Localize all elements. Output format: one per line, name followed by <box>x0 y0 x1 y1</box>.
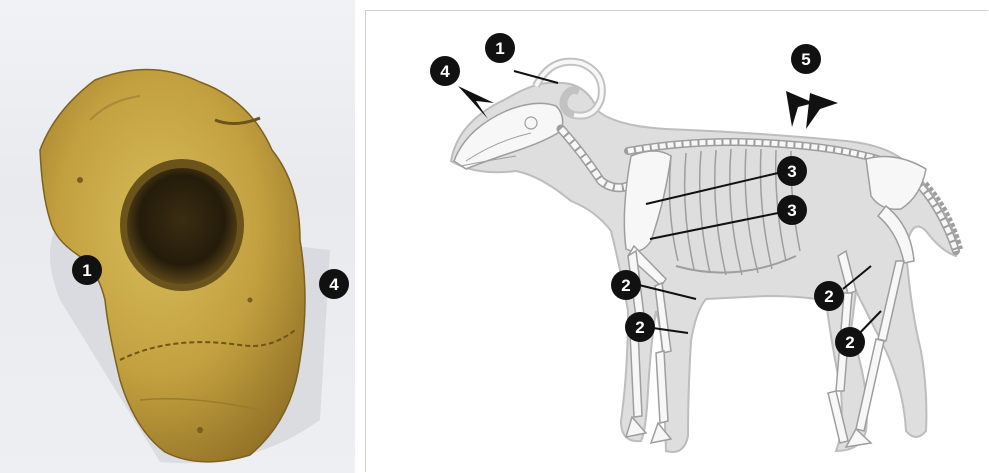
svg-text:5: 5 <box>801 50 810 69</box>
svg-text:1: 1 <box>495 39 504 58</box>
photo-marker-1: 1 <box>72 255 102 285</box>
svg-text:1: 1 <box>82 261 91 280</box>
bone-photo-panel: 1 4 <box>0 0 355 473</box>
sheep-skeleton-diagram: 1 4 5 3 3 2 2 <box>366 11 988 472</box>
svg-text:4: 4 <box>440 62 450 81</box>
diagram-marker-4: 4 <box>430 56 460 86</box>
diagram-marker-5: 5 <box>791 44 821 74</box>
svg-text:3: 3 <box>787 201 796 220</box>
svg-text:4: 4 <box>329 275 339 294</box>
diagram-marker-3-upper: 3 <box>777 156 807 186</box>
diagram-marker-1: 1 <box>485 33 515 63</box>
double-arrowhead-icon <box>786 91 838 129</box>
svg-text:2: 2 <box>635 318 644 337</box>
svg-text:2: 2 <box>845 333 854 352</box>
diagram-marker-3-lower: 3 <box>777 195 807 225</box>
diagram-marker-2-front-lower: 2 <box>625 312 655 342</box>
bone-photo: 1 4 <box>0 0 355 473</box>
svg-text:3: 3 <box>787 162 796 181</box>
svg-text:2: 2 <box>621 276 630 295</box>
diagram-marker-2-hind-lower: 2 <box>835 327 865 357</box>
skeleton-diagram-panel: 1 4 5 3 3 2 2 <box>365 10 988 472</box>
diagram-marker-2-front-upper: 2 <box>611 270 641 300</box>
svg-text:2: 2 <box>824 287 833 306</box>
diagram-marker-2-hind-upper: 2 <box>814 281 844 311</box>
photo-marker-4: 4 <box>319 269 349 299</box>
